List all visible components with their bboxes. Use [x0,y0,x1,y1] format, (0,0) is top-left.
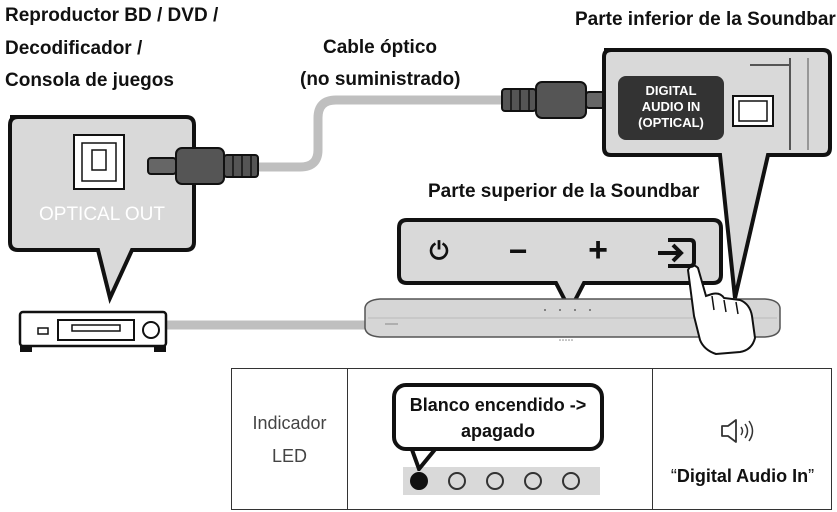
input-mode-label: “Digital Audio In” [652,466,833,487]
optical-plug-left [147,147,259,185]
led-status-bubble: Blanco encendido -> apagado [392,383,604,451]
led-table-status-cell [347,369,653,509]
led-row-label: Indicador LED [232,407,347,473]
led-dot-3 [486,472,504,490]
quote-open: “ [670,466,677,486]
digital-audio-in-line1: DIGITAL [645,83,697,98]
led-dot-2 [448,472,466,490]
led-status-line2: apagado [460,421,535,441]
optical-plug-right [501,81,611,119]
optical-cable [253,95,515,172]
source-device-label-line2: Decodificador / [5,37,143,59]
quote-close: ” [808,466,815,486]
soundbar-top-label: Parte superior de la Soundbar [428,181,700,202]
led-dot-4 [524,472,542,490]
speaker-sound-icon [721,419,754,443]
cable-label: Cable óptico (no suministrado) [300,36,460,92]
volume-up-icon: + [588,231,608,269]
led-row-label-line2: LED [271,446,307,466]
source-device-label-line1: Reproductor BD / DVD / [5,5,219,26]
input-mode-name: Digital Audio In [676,466,809,486]
led-row-label-line1: Indicador [252,413,327,433]
pointing-hand-icon [686,264,757,356]
bd-dvd-player [18,310,168,352]
digital-audio-in-line3: (OPTICAL) [638,115,704,130]
source-input-icon [658,238,696,268]
digital-audio-in-label: DIGITAL AUDIO IN (OPTICAL) [618,83,724,131]
power-button-icon: ⏻ [429,238,449,265]
led-indicator-table: Indicador LED Blanco encendido -> apagad… [231,368,832,510]
digital-audio-in-callout [602,48,832,299]
led-strip [403,467,600,495]
optical-out-label: OPTICAL OUT [39,204,165,225]
cable-label-line2: (no suministrado) [300,68,461,90]
cable-label-line1: Cable óptico [322,37,437,58]
volume-down-icon: − [508,233,528,269]
source-device-label: Reproductor BD / DVD / Decodificador / C… [5,4,218,94]
led-status-line1: Blanco encendido -> [409,395,587,415]
soundbar-bottom-label: Parte inferior de la Soundbar [575,9,836,30]
led-dot-5 [562,472,580,490]
led-dot-1 [410,472,428,490]
digital-audio-in-line2: AUDIO IN [641,99,701,114]
source-device-label-line3: Consola de juegos [5,70,174,92]
bubble-pointer [407,445,439,471]
led-table-label-cell [232,369,348,509]
soundbar-top-callout [397,218,723,315]
